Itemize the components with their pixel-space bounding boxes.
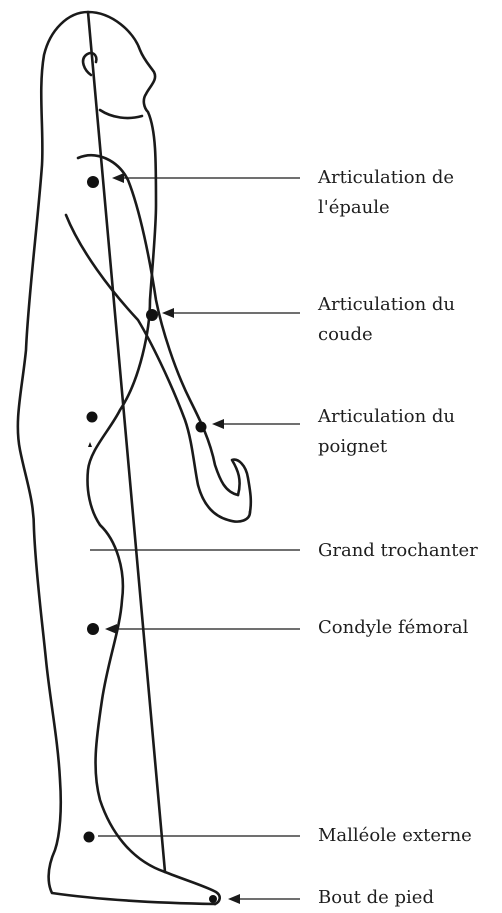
ankle-dot: [84, 832, 95, 843]
arm-outline-front: [66, 215, 250, 522]
body-outline-back: [18, 12, 215, 904]
hand-outline: [232, 460, 251, 512]
body-silhouette: [18, 12, 220, 904]
label-shoulder-line2: l'épaule: [318, 193, 454, 223]
arrow-knee: [105, 624, 117, 634]
label-elbow: Articulation du coude: [318, 290, 455, 350]
label-wrist-line2: poignet: [318, 432, 455, 462]
arrow-elbow: [162, 308, 174, 318]
toe-dot: [209, 895, 217, 903]
label-toe-tip-line1: Bout de pied: [318, 883, 434, 913]
hip-dot: [87, 412, 98, 423]
label-toe-tip: Bout de pied: [318, 883, 434, 913]
label-femoral-condyle-line1: Condyle fémoral: [318, 613, 468, 643]
elbow-dot: [146, 309, 158, 321]
body-outline-front: [88, 12, 166, 872]
label-elbow-line2: coude: [318, 320, 455, 350]
arrow-shoulder: [112, 173, 124, 183]
label-shoulder-line1: Articulation de: [318, 163, 454, 193]
label-shoulder: Articulation de l'épaule: [318, 163, 454, 223]
label-lateral-malleolus: Malléole externe: [318, 821, 472, 851]
leader-lines: [90, 173, 300, 904]
label-trochanter-line1: Grand trochanter: [318, 536, 478, 566]
label-lateral-malleolus-line1: Malléole externe: [318, 821, 472, 851]
arrow-wrist: [212, 419, 224, 429]
label-femoral-condyle: Condyle fémoral: [318, 613, 468, 643]
label-elbow-line1: Articulation du: [318, 290, 455, 320]
neck-line: [100, 110, 142, 118]
arm-outline-back: [78, 155, 238, 495]
knee-dot: [87, 623, 99, 635]
arm: [66, 155, 251, 521]
arrow-toe: [228, 894, 240, 904]
label-wrist: Articulation du poignet: [318, 402, 455, 462]
label-trochanter: Grand trochanter: [318, 536, 478, 566]
wrist-dot: [196, 422, 207, 433]
label-wrist-line1: Articulation du: [318, 402, 455, 432]
shoulder-dot: [87, 176, 99, 188]
hip-small-mark: [88, 442, 92, 447]
